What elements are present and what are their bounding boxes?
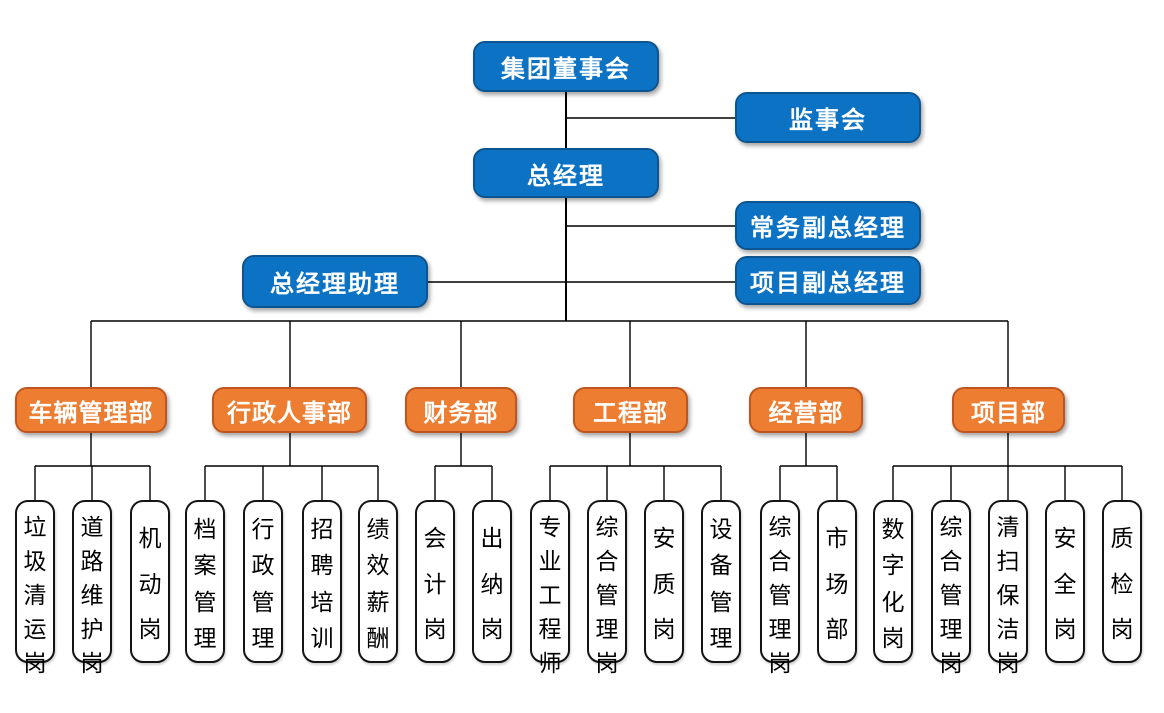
post-label: 安全岗 — [1053, 525, 1077, 642]
node-post-digitalization[interactable]: 数字化岗 — [873, 500, 913, 663]
node-post-market[interactable]: 市场部 — [817, 500, 857, 663]
node-post-garbage-clearing[interactable]: 垃圾清运岗 — [15, 500, 55, 676]
dept-label: 工程部 — [593, 399, 668, 427]
node-post-archives-management[interactable]: 档案管理 — [185, 500, 225, 663]
post-label: 市场部 — [825, 525, 849, 642]
node-post-cashier[interactable]: 出纳岗 — [472, 500, 512, 663]
node-post-accounting[interactable]: 会计岗 — [415, 500, 455, 663]
dept-label: 车辆管理部 — [28, 399, 154, 427]
node-post-general-management-eng[interactable]: 综合管理岗 — [587, 500, 627, 676]
node-general-manager-label: 总经理 — [527, 162, 605, 190]
node-supervisory-board-label: 监事会 — [789, 107, 867, 134]
node-post-professional-engineer[interactable]: 专业工程师 — [530, 500, 570, 676]
post-label: 垃圾清运岗 — [23, 514, 47, 676]
post-label: 出纳岗 — [480, 525, 504, 642]
node-post-admin-management[interactable]: 行政管理 — [243, 500, 283, 663]
dept-label: 财务部 — [423, 399, 499, 427]
post-label: 档案管理 — [193, 516, 217, 651]
post-label: 安质岗 — [652, 525, 676, 642]
node-dept-vehicle-management[interactable]: 车辆管理部 — [15, 387, 167, 433]
node-executive-deputy-gm[interactable]: 常务副总经理 — [735, 201, 921, 250]
post-label: 道路维护岗 — [80, 514, 104, 676]
post-label: 清扫保洁岗 — [996, 514, 1020, 676]
post-label: 专业工程师 — [538, 514, 562, 676]
node-general-manager[interactable]: 总经理 — [473, 148, 659, 198]
node-post-quality-inspection[interactable]: 质检岗 — [1102, 500, 1142, 663]
node-board-of-directors[interactable]: 集团董事会 — [473, 41, 659, 92]
node-dept-operations[interactable]: 经营部 — [749, 387, 863, 433]
node-post-safety-quality[interactable]: 安质岗 — [644, 500, 684, 663]
node-post-cleaning[interactable]: 清扫保洁岗 — [988, 500, 1028, 676]
node-post-performance-compensation[interactable]: 绩效薪酬 — [358, 500, 398, 663]
node-dept-project[interactable]: 项目部 — [952, 387, 1065, 433]
post-label: 招聘培训 — [310, 516, 334, 651]
post-label: 设备管理 — [709, 516, 733, 651]
post-label: 综合管理岗 — [939, 514, 963, 676]
node-supervisory-board[interactable]: 监事会 — [735, 92, 921, 143]
dept-label: 项目部 — [971, 399, 1046, 427]
post-label: 绩效薪酬 — [366, 516, 390, 651]
node-post-recruitment-training[interactable]: 招聘培训 — [302, 500, 342, 663]
node-gm-assistant-label: 总经理助理 — [270, 271, 400, 298]
node-post-mobile-duty[interactable]: 机动岗 — [130, 500, 170, 663]
dept-label: 行政人事部 — [227, 399, 352, 427]
node-board-of-directors-label: 集团董事会 — [501, 56, 631, 83]
node-gm-assistant[interactable]: 总经理助理 — [242, 255, 428, 308]
node-post-road-maintenance[interactable]: 道路维护岗 — [72, 500, 112, 676]
node-dept-admin-hr[interactable]: 行政人事部 — [212, 387, 367, 433]
node-project-deputy-gm-label: 项目副总经理 — [750, 270, 906, 297]
node-dept-engineering[interactable]: 工程部 — [573, 387, 688, 433]
post-label: 数字化岗 — [881, 516, 905, 651]
post-label: 综合管理岗 — [595, 514, 619, 676]
post-label: 行政管理 — [251, 516, 275, 651]
post-label: 综合管理岗 — [768, 514, 792, 676]
node-post-safety[interactable]: 安全岗 — [1045, 500, 1085, 663]
node-executive-deputy-gm-label: 常务副总经理 — [750, 215, 906, 242]
post-label: 会计岗 — [423, 525, 447, 642]
node-project-deputy-gm[interactable]: 项目副总经理 — [735, 256, 921, 305]
node-post-general-management-ops[interactable]: 综合管理岗 — [760, 500, 800, 676]
node-post-general-management-proj[interactable]: 综合管理岗 — [931, 500, 971, 676]
post-label: 质检岗 — [1110, 525, 1134, 642]
dept-label: 经营部 — [768, 399, 844, 427]
node-post-equipment-management[interactable]: 设备管理 — [701, 500, 741, 663]
node-dept-finance[interactable]: 财务部 — [405, 387, 517, 433]
post-label: 机动岗 — [138, 525, 162, 642]
